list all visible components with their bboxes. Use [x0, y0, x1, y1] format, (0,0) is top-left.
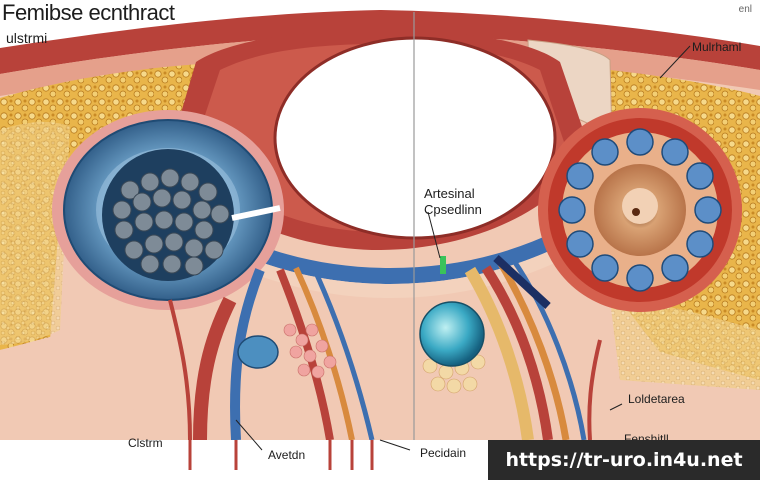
watermark-url: https://tr-uro.in4u.net: [488, 440, 760, 480]
label-top-right: Mulrhaml: [692, 40, 742, 54]
corner-mark: enl: [738, 4, 752, 15]
label-center-line2: Cpsedlinn: [424, 202, 482, 217]
diagram-subtitle: ulstrmi: [6, 30, 48, 46]
label-bottom-right: Pecidain: [420, 446, 467, 460]
diagram-title: Femibse ecnthract: [2, 0, 175, 25]
label-right-lower: Loldetarea: [628, 392, 685, 406]
label-bottom-middle: Avetdn: [268, 448, 306, 462]
label-center-line1: Artesinal: [424, 186, 475, 201]
label-bottom-left: Clstrm: [128, 436, 163, 450]
